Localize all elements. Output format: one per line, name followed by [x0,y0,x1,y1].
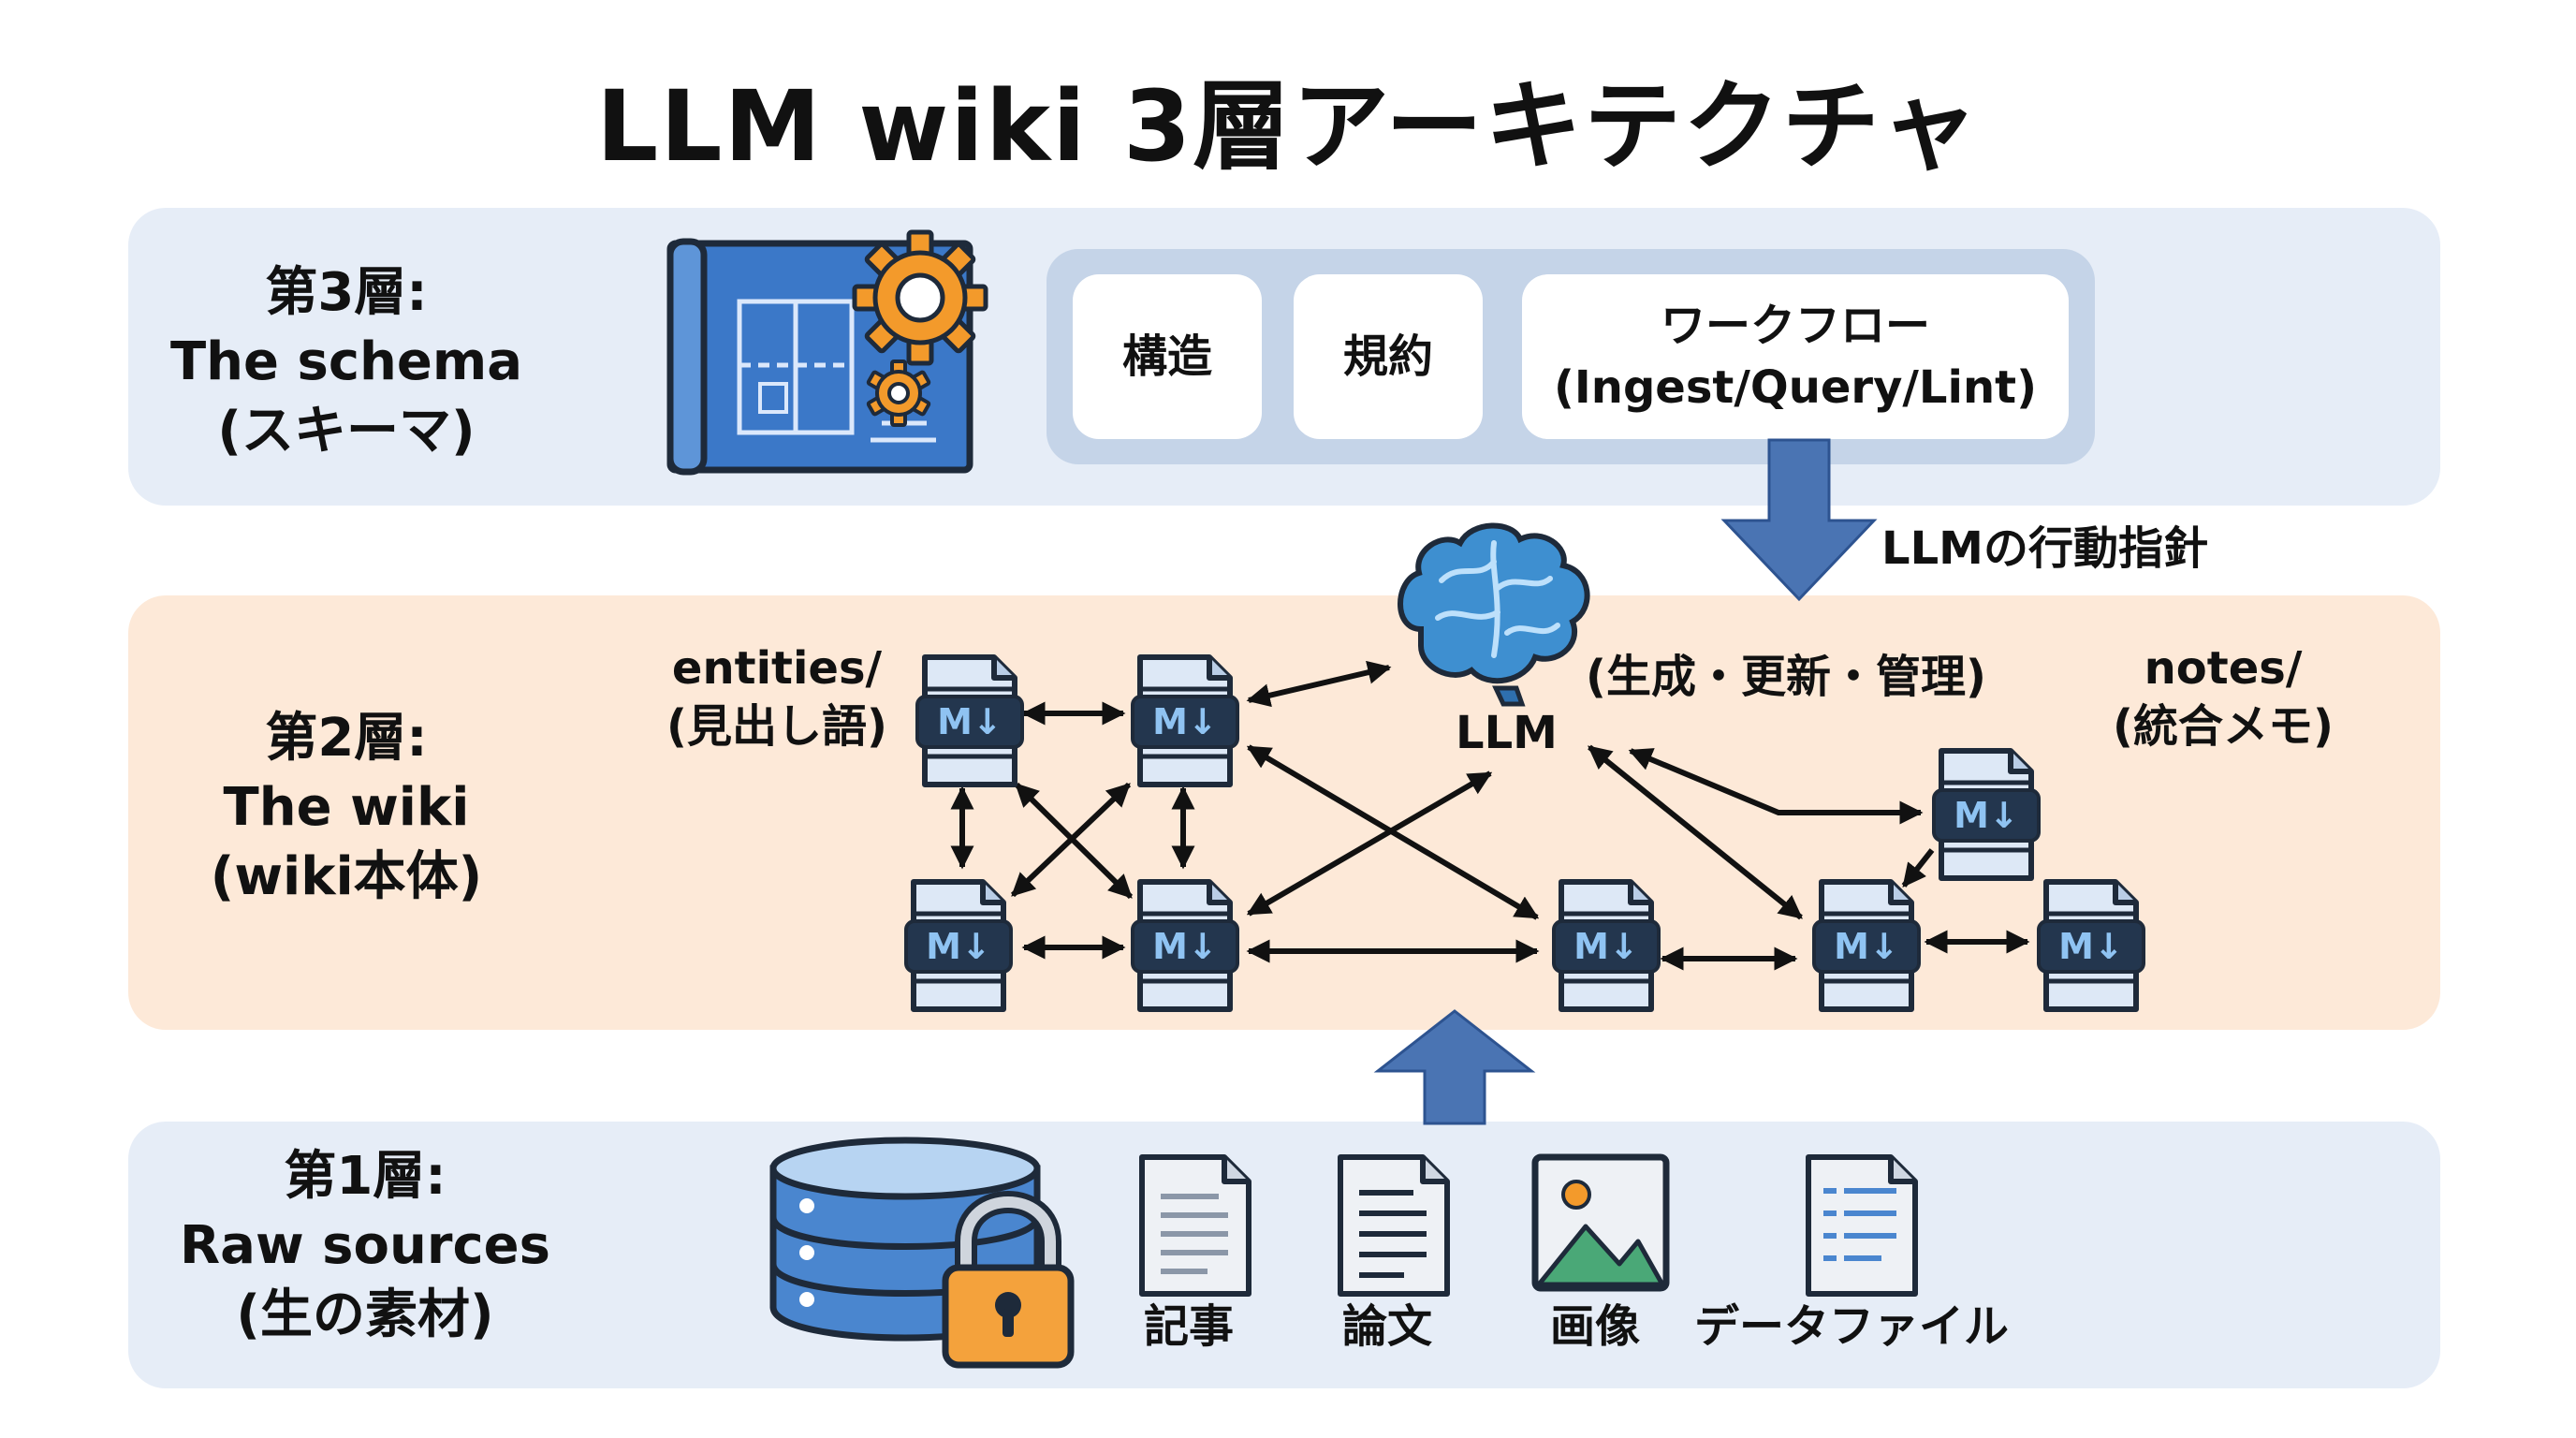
entities-folder-desc: (見出し語) [666,700,887,753]
wiki-layer-name: The wiki [223,777,470,838]
raw-layer-number: 第1層: [284,1146,446,1207]
schema-box-workflow-sub: (Ingest/Query/Lint) [1553,361,2038,414]
page-title: LLM wiki 3層アーキテクチャ [595,69,1981,183]
schema-layer-number: 第3層: [265,262,428,323]
schema-box-rules-label: 規約 [1342,330,1433,383]
llm-role-label: (生成・更新・管理) [1586,651,1986,703]
notes-folder-name: notes/ [2144,642,2303,695]
source-paper-label: 論文 [1342,1300,1433,1353]
markdown-file-icon [1814,882,1919,1009]
schema-to-llm-arrow [1720,438,1878,602]
article-icon [1142,1157,1249,1294]
wiki-layer-name-ja: (wiki本体) [210,846,483,907]
brain-icon [1398,522,1590,707]
entities-folder-label: entities/ (見出し語) [655,639,899,756]
wiki-layer-label: 第2層: The wiki (wiki本体) [140,704,552,912]
schema-box-workflow-label: ワークフロー [1660,300,1930,352]
raw-layer-name: Raw sources [180,1215,550,1276]
markdown-file-icon [1554,882,1659,1009]
schema-layer-label: 第3層: The schema (スキーマ) [140,258,552,466]
raw-to-wiki-arrow [1373,1009,1536,1125]
database-lock-icon [769,1137,1075,1369]
source-image-label: 画像 [1550,1300,1641,1353]
wiki-connection-arrows [950,660,2030,971]
datafile-icon [1808,1157,1915,1294]
notes-folder-desc: (統合メモ) [2113,700,2334,753]
source-datafile-label: データファイル [1694,1300,2010,1353]
raw-layer-label: 第1層: Raw sources (生の素材) [159,1142,571,1350]
raw-layer-name-ja: (生の素材) [236,1284,494,1345]
entities-folder-name: entities/ [671,642,883,695]
markdown-file-icon [2039,882,2144,1009]
behavior-guideline-label: LLMの行動指針 [1881,522,2208,575]
markdown-file-icon [1133,882,1237,1009]
image-icon [1531,1153,1670,1292]
blueprint-gear-icon [666,229,988,476]
source-article-label: 記事 [1144,1300,1235,1353]
schema-box-workflow: ワークフロー (Ingest/Query/Lint) [1522,274,2069,439]
schema-layer-name-ja: (スキーマ) [217,401,476,462]
notes-folder-label: notes/ (統合メモ) [2097,639,2349,756]
schema-box-structure: 構造 [1073,274,1262,439]
markdown-file-icon [917,657,1022,785]
markdown-file-icon [906,882,1011,1009]
paper-icon [1340,1157,1447,1294]
raw-layer-band [128,1122,2440,1388]
schema-layer-name: The schema [169,331,523,392]
markdown-file-icon [1133,657,1237,785]
wiki-layer-number: 第2層: [265,708,428,769]
markdown-file-icon [1934,751,2039,878]
schema-box-structure-label: 構造 [1121,330,1212,383]
schema-box-rules: 規約 [1294,274,1483,439]
